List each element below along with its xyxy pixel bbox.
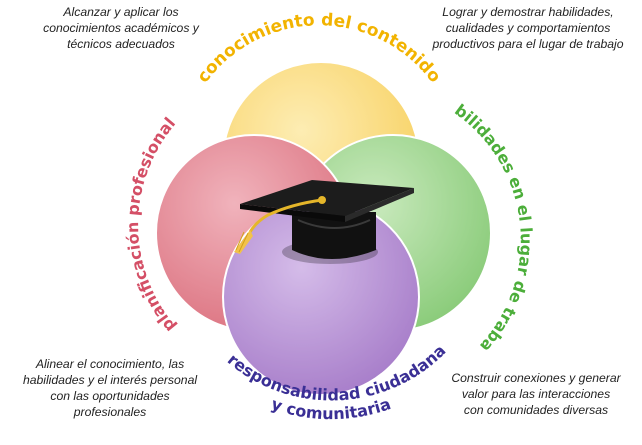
description-line: productivos para el lugar de trabajo: [432, 37, 624, 51]
description-workplace-skills: Lograr y demostrar habilidades, cualidad…: [414, 4, 642, 52]
description-content-knowledge: Alcanzar y aplicar los conocimientos aca…: [16, 4, 226, 52]
description-civic-responsibility: Construir conexiones y generar valor par…: [430, 370, 642, 418]
description-line: con comunidades diversas: [463, 403, 609, 417]
description-line: valor para las interacciones: [461, 387, 611, 401]
description-line: Alinear el conocimiento, las: [35, 357, 185, 371]
description-line: cualidades y comportamientos: [445, 21, 611, 35]
description-line: Lograr y demostrar habilidades,: [442, 5, 614, 19]
description-line: técnicos adecuados: [67, 37, 175, 51]
description-line: Alcanzar y aplicar los: [63, 5, 179, 19]
description-line: habilidades y el interés personal: [22, 373, 198, 387]
description-line: profesionales: [73, 405, 147, 419]
description-line: conocimientos académicos y: [43, 21, 199, 35]
description-line: con las oportunidades: [50, 389, 170, 403]
description-line: Construir conexiones y generar: [451, 371, 621, 385]
description-career-planning: Alinear el conocimiento, las habilidades…: [4, 356, 216, 420]
graduation-cap-icon: [234, 180, 414, 264]
